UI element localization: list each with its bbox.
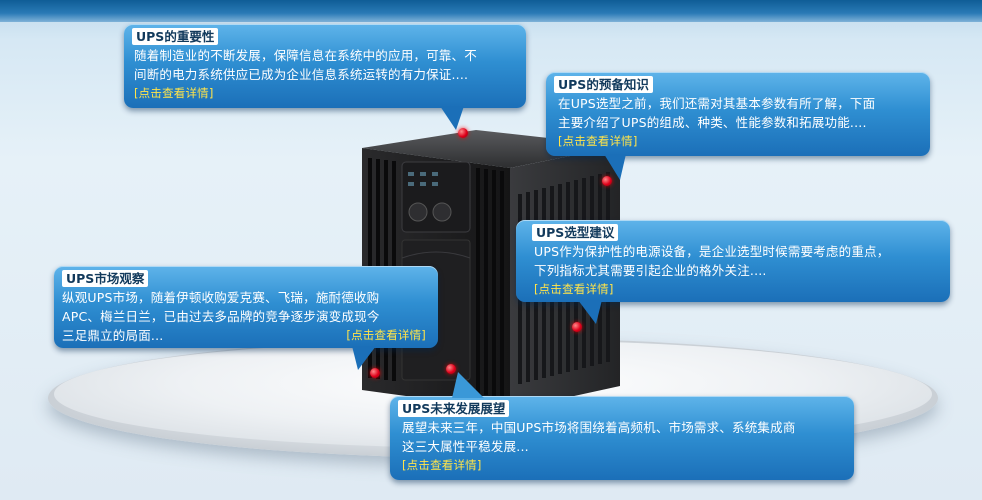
- callout-title: UPS市场观察: [62, 270, 149, 287]
- callout-pointer: [604, 154, 626, 180]
- hotspot-marker[interactable]: [370, 368, 380, 378]
- more-details-link[interactable]: [点击查看详情]: [134, 86, 214, 100]
- top-banner-bar: [0, 0, 982, 22]
- callout-ups-future[interactable]: UPS未来发展展望 展望未来三年，中国UPS市场将围绕着高频机、市场需求、系统集…: [390, 396, 854, 480]
- callout-title: UPS未来发展展望: [398, 400, 510, 417]
- more-details-link[interactable]: [点击查看详情]: [534, 282, 614, 296]
- callout-body: 纵观UPS市场，随着伊顿收购爱克赛、飞瑞，施耐德收购 APC、梅兰日兰，已由过去…: [62, 290, 426, 343]
- callout-title: UPS的重要性: [132, 28, 219, 45]
- callout-ups-knowledge[interactable]: UPS的预备知识 在UPS选型之前，我们还需对其基本参数有所了解，下面 主要介绍…: [546, 72, 930, 156]
- hotspot-marker[interactable]: [458, 128, 468, 138]
- callout-body: 展望未来三年，中国UPS市场将围绕着高频机、市场需求、系统集成商 这三大属性平稳…: [402, 418, 796, 475]
- callout-pointer: [452, 372, 484, 398]
- callout-ups-importance[interactable]: UPS的重要性 随着制造业的不断发展，保障信息在系统中的应用，可靠、不 间断的电…: [124, 24, 526, 108]
- hotspot-marker[interactable]: [446, 364, 456, 374]
- hotspot-marker[interactable]: [572, 322, 582, 332]
- callout-pointer: [352, 346, 376, 370]
- callout-body: 在UPS选型之前，我们还需对其基本参数有所了解，下面 主要介绍了UPS的组成、种…: [558, 94, 875, 151]
- callout-pointer: [440, 106, 464, 130]
- more-details-link[interactable]: [点击查看详情]: [346, 328, 426, 342]
- more-details-link[interactable]: [点击查看详情]: [558, 134, 638, 148]
- callout-ups-selection[interactable]: UPS选型建议 UPS作为保护性的电源设备，是企业选型时候需要考虑的重点， 下列…: [516, 220, 950, 302]
- callout-ups-market[interactable]: UPS市场观察 纵观UPS市场，随着伊顿收购爱克赛、飞瑞，施耐德收购 APC、梅…: [54, 266, 438, 348]
- more-details-link[interactable]: [点击查看详情]: [402, 458, 482, 472]
- callout-body: 随着制造业的不断发展，保障信息在系统中的应用，可靠、不 间断的电力系统供应已成为…: [134, 46, 477, 103]
- callout-title: UPS选型建议: [532, 224, 619, 241]
- hotspot-marker[interactable]: [602, 176, 612, 186]
- callout-pointer: [578, 300, 602, 324]
- callout-body: UPS作为保护性的电源设备，是企业选型时候需要考虑的重点， 下列指标尤其需要引起…: [534, 242, 889, 299]
- callout-title: UPS的预备知识: [554, 76, 653, 93]
